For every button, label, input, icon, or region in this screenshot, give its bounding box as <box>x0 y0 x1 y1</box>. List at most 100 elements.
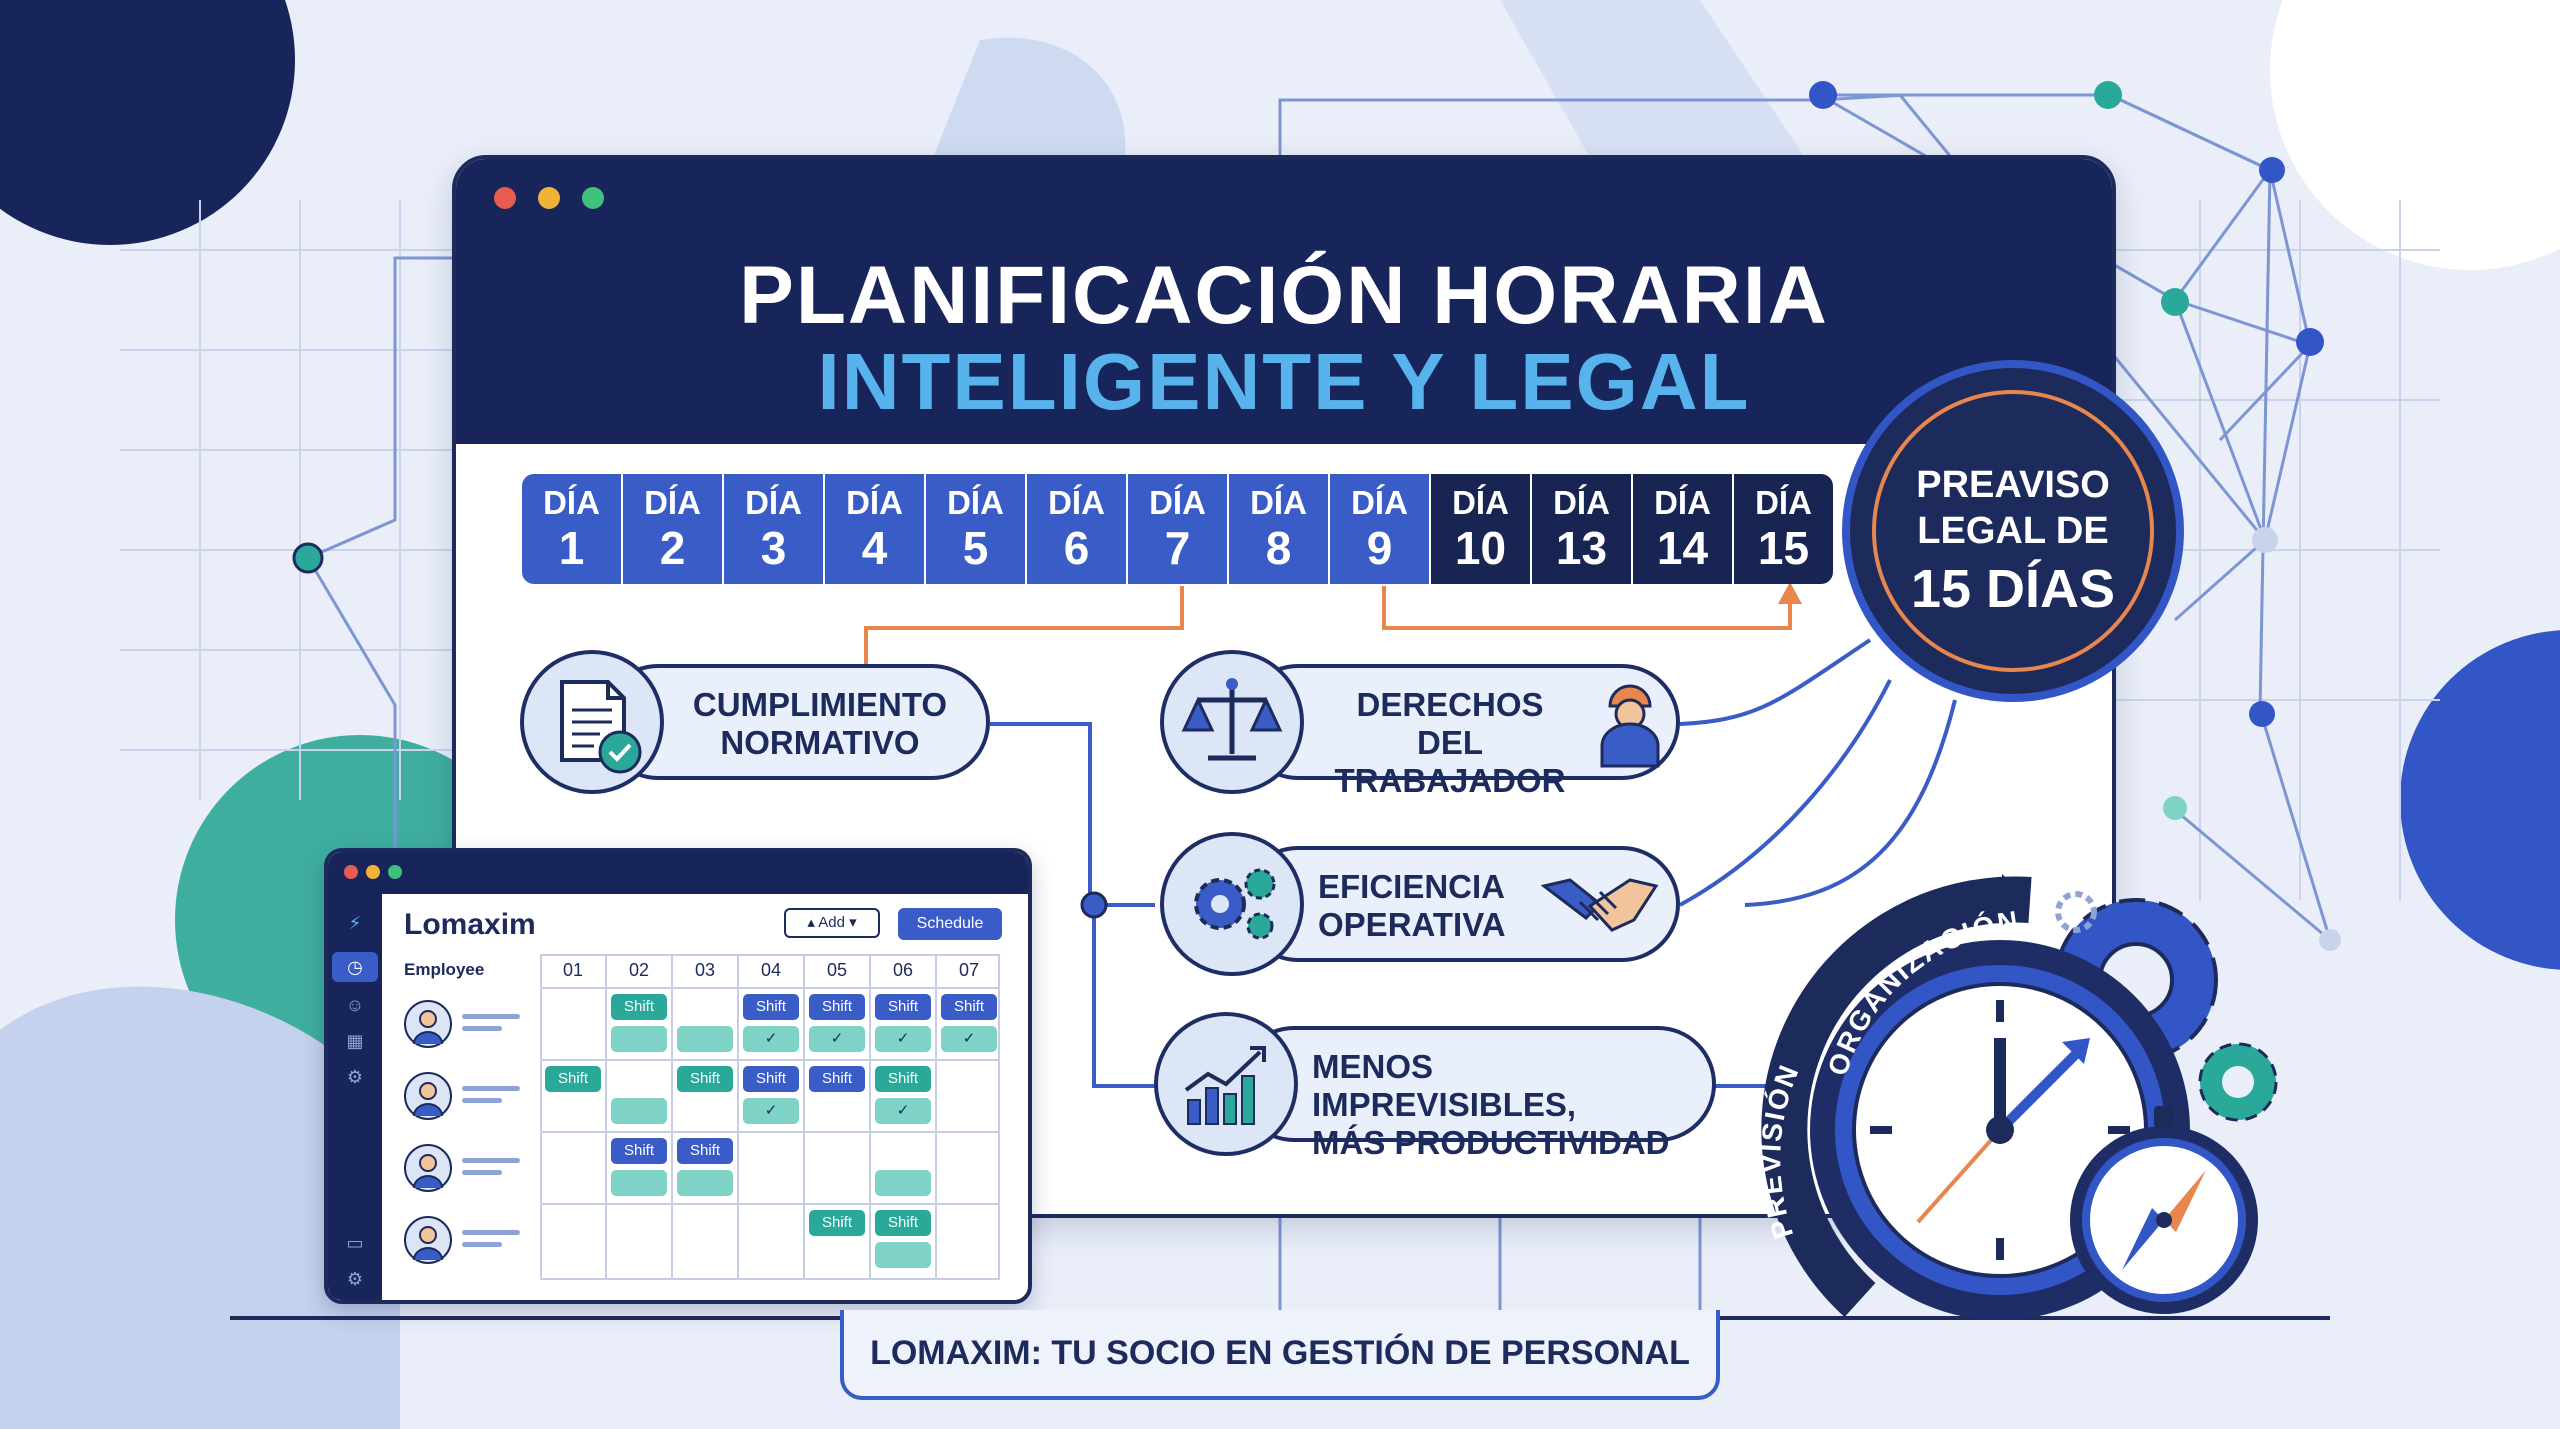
day-column-header: 04 <box>760 960 782 980</box>
shift-chip[interactable]: Shift <box>809 1210 865 1236</box>
badge-ring <box>1872 390 2154 672</box>
day-column-header: 07 <box>958 960 980 980</box>
schedule-button[interactable]: Schedule <box>898 908 1002 940</box>
shift-placeholder-chip[interactable] <box>611 1026 667 1052</box>
shift-chip[interactable]: Shift <box>941 994 997 1020</box>
maximize-dot[interactable] <box>582 187 604 209</box>
users-icon[interactable]: ☺ <box>345 995 365 1015</box>
shift-confirmed-chip[interactable]: ✓ <box>875 1026 931 1052</box>
app-maximize-dot[interactable] <box>388 865 402 879</box>
avatar[interactable] <box>404 1216 452 1264</box>
day-label: DÍA <box>1654 484 1711 521</box>
day-number: 13 <box>1555 522 1608 574</box>
app-minimize-dot[interactable] <box>366 865 380 879</box>
day-column-header: 02 <box>628 960 650 980</box>
footer-text: LOMAXIM: TU SOCIO EN GESTIÓN DE PERSONAL <box>870 1334 1690 1372</box>
day-number: 9 <box>1366 522 1393 574</box>
eficiencia-label: EFICIENCIA OPERATIVA <box>1318 868 1506 943</box>
shift-chip[interactable]: Shift <box>809 994 865 1020</box>
shift-confirmed-chip[interactable]: ✓ <box>743 1026 799 1052</box>
employee-name-placeholder <box>462 1086 520 1091</box>
gear-icon[interactable]: ⚙ <box>346 1269 364 1289</box>
avatar[interactable] <box>404 1144 452 1192</box>
day-number: 15 <box>1757 522 1810 574</box>
app-close-dot[interactable] <box>344 865 358 879</box>
shift-chip[interactable]: Shift <box>875 994 931 1020</box>
growth-chart-icon <box>1154 1012 1298 1156</box>
shift-chip[interactable]: Shift <box>743 994 799 1020</box>
day-column-header: 01 <box>562 960 584 980</box>
calendar-icon[interactable]: ▦ <box>346 1031 364 1051</box>
add-button[interactable]: ▴ Add ▾ <box>784 908 880 938</box>
app-sidebar: ⚡ ◷ ☺ ▦ ⚙ ▭ ⚙ <box>328 894 382 1300</box>
page-title: PLANIFICACIÓN HORARIA <box>739 250 1829 341</box>
shift-placeholder-chip[interactable] <box>677 1170 733 1196</box>
chat-icon[interactable]: ▭ <box>346 1233 364 1253</box>
shift-confirmed-chip[interactable]: ✓ <box>875 1098 931 1124</box>
handshake-icon <box>1540 878 1659 932</box>
day-number: 5 <box>962 522 989 574</box>
day-column-header: 06 <box>892 960 914 980</box>
shift-confirmed-chip[interactable]: ✓ <box>941 1026 997 1052</box>
shift-confirmed-chip[interactable]: ✓ <box>743 1098 799 1124</box>
shift-placeholder-chip[interactable] <box>875 1242 931 1268</box>
day-number: 7 <box>1164 522 1191 574</box>
badge-line3: 15 DÍAS <box>1910 559 2116 619</box>
shift-confirmed-chip[interactable]: ✓ <box>809 1026 865 1052</box>
shift-chip[interactable]: Shift <box>743 1066 799 1092</box>
settings-icon[interactable]: ⚙ <box>346 1067 364 1087</box>
shift-chip[interactable]: Shift <box>545 1066 601 1092</box>
avatar[interactable] <box>404 1000 452 1048</box>
employee-column-header: Employee <box>404 960 485 979</box>
logo-icon: ⚡ <box>348 913 362 933</box>
menos-label: MENOS IMPREVISIBLES, MÁS PRODUCTIVIDAD <box>1312 1048 1670 1161</box>
day-label: DÍA <box>1250 484 1307 521</box>
clock-icon[interactable]: ◷ <box>332 952 378 982</box>
day-label: DÍA <box>1452 484 1509 521</box>
worker-icon <box>1600 684 1660 768</box>
employee-name-placeholder <box>462 1014 520 1019</box>
employee-name-placeholder <box>462 1026 502 1031</box>
badge-line2: LEGAL DE <box>1917 510 2109 552</box>
employee-name-placeholder <box>462 1158 520 1163</box>
day-label: DÍA <box>1351 484 1408 521</box>
scales-icon <box>1160 650 1304 794</box>
shift-placeholder-chip[interactable] <box>611 1170 667 1196</box>
shift-placeholder-chip[interactable] <box>875 1170 931 1196</box>
shift-chip[interactable]: Shift <box>677 1066 733 1092</box>
app-title: Lomaxim <box>404 908 536 941</box>
day-number: 1 <box>558 522 585 574</box>
clock-graphic: ORGANIZACIÓN PREVISIÓN <box>1755 874 2278 1320</box>
footer-banner: LOMAXIM: TU SOCIO EN GESTIÓN DE PERSONAL <box>840 1310 1720 1400</box>
document-check-icon <box>520 650 664 794</box>
shift-chip[interactable]: Shift <box>677 1138 733 1164</box>
clock-illustration: ORGANIZACIÓN PREVISIÓN <box>1755 870 2320 1330</box>
shift-chip[interactable]: Shift <box>875 1066 931 1092</box>
day-number: 10 <box>1454 522 1507 574</box>
shift-chip[interactable]: Shift <box>875 1210 931 1236</box>
shift-chip[interactable]: Shift <box>809 1066 865 1092</box>
close-dot[interactable] <box>494 187 516 209</box>
day-number: 4 <box>861 522 888 574</box>
shift-chip[interactable]: Shift <box>611 1138 667 1164</box>
avatar[interactable] <box>404 1072 452 1120</box>
minimize-dot[interactable] <box>538 187 560 209</box>
shift-placeholder-chip[interactable] <box>677 1026 733 1052</box>
day-label: DÍA <box>1149 484 1206 521</box>
shift-placeholder-chip[interactable] <box>611 1098 667 1124</box>
shift-chip[interactable]: Shift <box>611 994 667 1020</box>
day-number: 2 <box>659 522 686 574</box>
day-label: DÍA <box>846 484 903 521</box>
badge-line1: PREAVISO <box>1916 464 2110 506</box>
